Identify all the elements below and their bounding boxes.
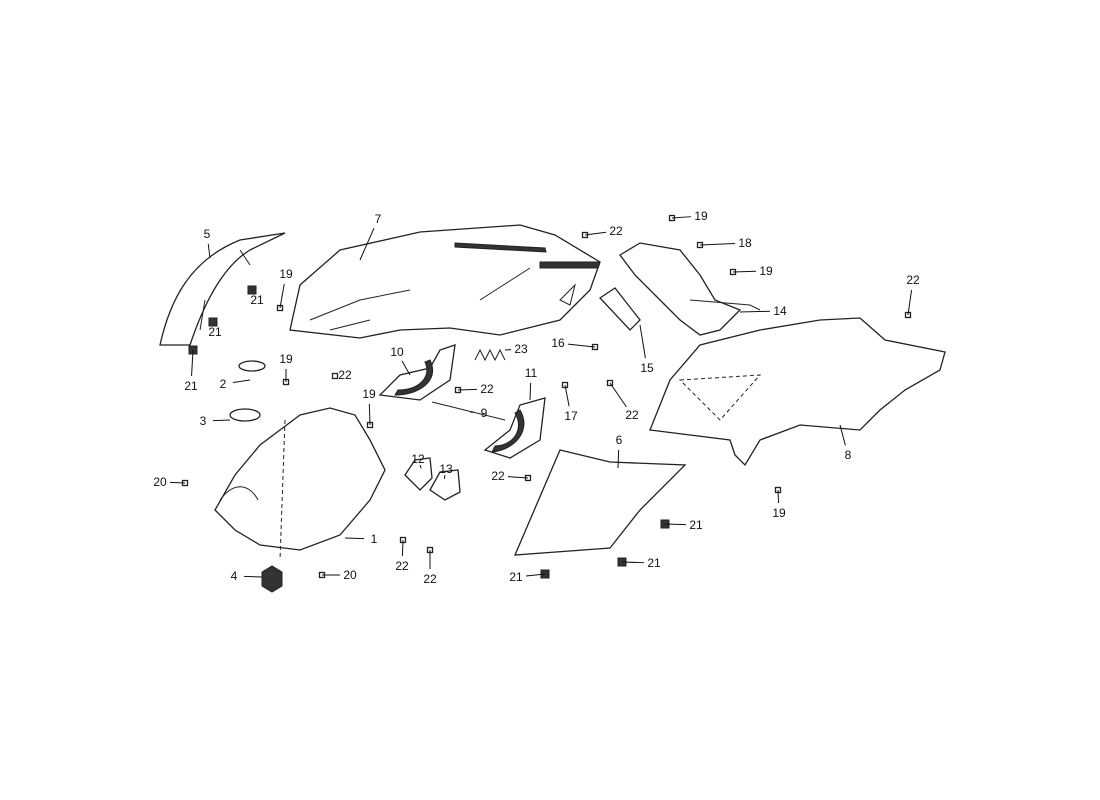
leader-line xyxy=(907,289,913,316)
callout-4: 4 xyxy=(231,569,238,583)
callout-22: 22 xyxy=(423,572,437,586)
callout-5: 5 xyxy=(204,227,211,241)
leader-line xyxy=(839,424,846,446)
callout-7: 7 xyxy=(375,212,382,226)
leader-line xyxy=(639,324,646,359)
part-4-nut xyxy=(261,565,283,593)
leader-line xyxy=(664,523,687,526)
callout-21: 21 xyxy=(250,293,264,307)
callout-17: 17 xyxy=(564,409,578,423)
callout-19: 19 xyxy=(279,267,293,281)
callout-19: 19 xyxy=(772,506,786,520)
leader-line xyxy=(419,464,422,469)
callout-2: 2 xyxy=(220,377,227,391)
leader-line xyxy=(529,382,532,401)
callout-9: 9 xyxy=(481,406,488,420)
leader-line xyxy=(251,289,253,292)
callout-22: 22 xyxy=(906,273,920,287)
callout-22: 22 xyxy=(338,368,352,382)
leader-line xyxy=(359,227,375,261)
leader-line xyxy=(525,573,546,577)
callout-10: 10 xyxy=(390,345,404,359)
callout-18: 18 xyxy=(738,236,752,250)
leader-line xyxy=(671,216,692,219)
callout-22: 22 xyxy=(395,559,409,573)
part-2-3-rings xyxy=(229,360,266,422)
callout-21: 21 xyxy=(647,556,661,570)
callout-14: 14 xyxy=(773,304,787,318)
callout-20: 20 xyxy=(153,475,167,489)
leader-line xyxy=(584,231,607,236)
callout-22: 22 xyxy=(480,382,494,396)
parts-12-13-clamps xyxy=(404,457,461,501)
leader-line xyxy=(401,539,404,557)
callout-13: 13 xyxy=(439,462,453,476)
callout-3: 3 xyxy=(200,414,207,428)
callout-8: 8 xyxy=(845,448,852,462)
leader-line xyxy=(243,575,263,578)
leader-line xyxy=(212,419,231,422)
part-1-front-fender xyxy=(214,407,386,561)
leader-line xyxy=(368,403,371,426)
part-6-lower-panel xyxy=(513,449,687,556)
leader-line xyxy=(232,379,251,384)
callout-22: 22 xyxy=(609,224,623,238)
leader-line xyxy=(621,561,645,564)
callout-12: 12 xyxy=(411,452,425,466)
callout-20: 20 xyxy=(343,568,357,582)
leader-line xyxy=(507,476,529,479)
callout-15: 15 xyxy=(640,361,654,375)
leader-line xyxy=(401,360,411,376)
callout-22: 22 xyxy=(491,469,505,483)
callout-21: 21 xyxy=(184,379,198,393)
part-15-latch xyxy=(599,287,641,331)
callout-23: 23 xyxy=(514,342,528,356)
leader-line xyxy=(739,310,771,313)
part-23-spring xyxy=(474,348,506,362)
leader-line xyxy=(732,270,757,273)
part-7-upper-cowl xyxy=(289,224,601,339)
callout-21: 21 xyxy=(689,518,703,532)
callout-19: 19 xyxy=(362,387,376,401)
leader-line xyxy=(699,242,736,246)
leader-line xyxy=(279,283,285,309)
leader-line xyxy=(191,349,194,377)
callout-16: 16 xyxy=(551,336,565,350)
part-5-front-trim xyxy=(159,232,286,346)
callout-11: 11 xyxy=(525,366,538,380)
part-9-shaft xyxy=(431,401,506,421)
callout-21: 21 xyxy=(509,570,523,584)
leader-line xyxy=(207,243,211,259)
leader-line xyxy=(777,489,780,504)
callout-6: 6 xyxy=(616,433,623,447)
callout-19: 19 xyxy=(694,209,708,223)
leader-line xyxy=(609,382,627,408)
leader-line xyxy=(457,388,478,391)
parts-10-11-brackets xyxy=(378,344,546,459)
leader-line xyxy=(617,449,620,469)
leader-line xyxy=(567,343,596,348)
callout-22: 22 xyxy=(625,408,639,422)
callout-19: 19 xyxy=(279,352,293,366)
leader-line xyxy=(564,384,570,407)
leader-line xyxy=(344,537,365,540)
callout-19: 19 xyxy=(759,264,773,278)
leader-line xyxy=(169,481,186,484)
callout-1: 1 xyxy=(371,532,378,546)
leader-line xyxy=(443,474,446,479)
part-14-side-bracket xyxy=(619,242,761,336)
leader-lines xyxy=(169,216,913,578)
part-8-side-panel xyxy=(649,317,946,467)
callout-21: 21 xyxy=(208,325,222,339)
